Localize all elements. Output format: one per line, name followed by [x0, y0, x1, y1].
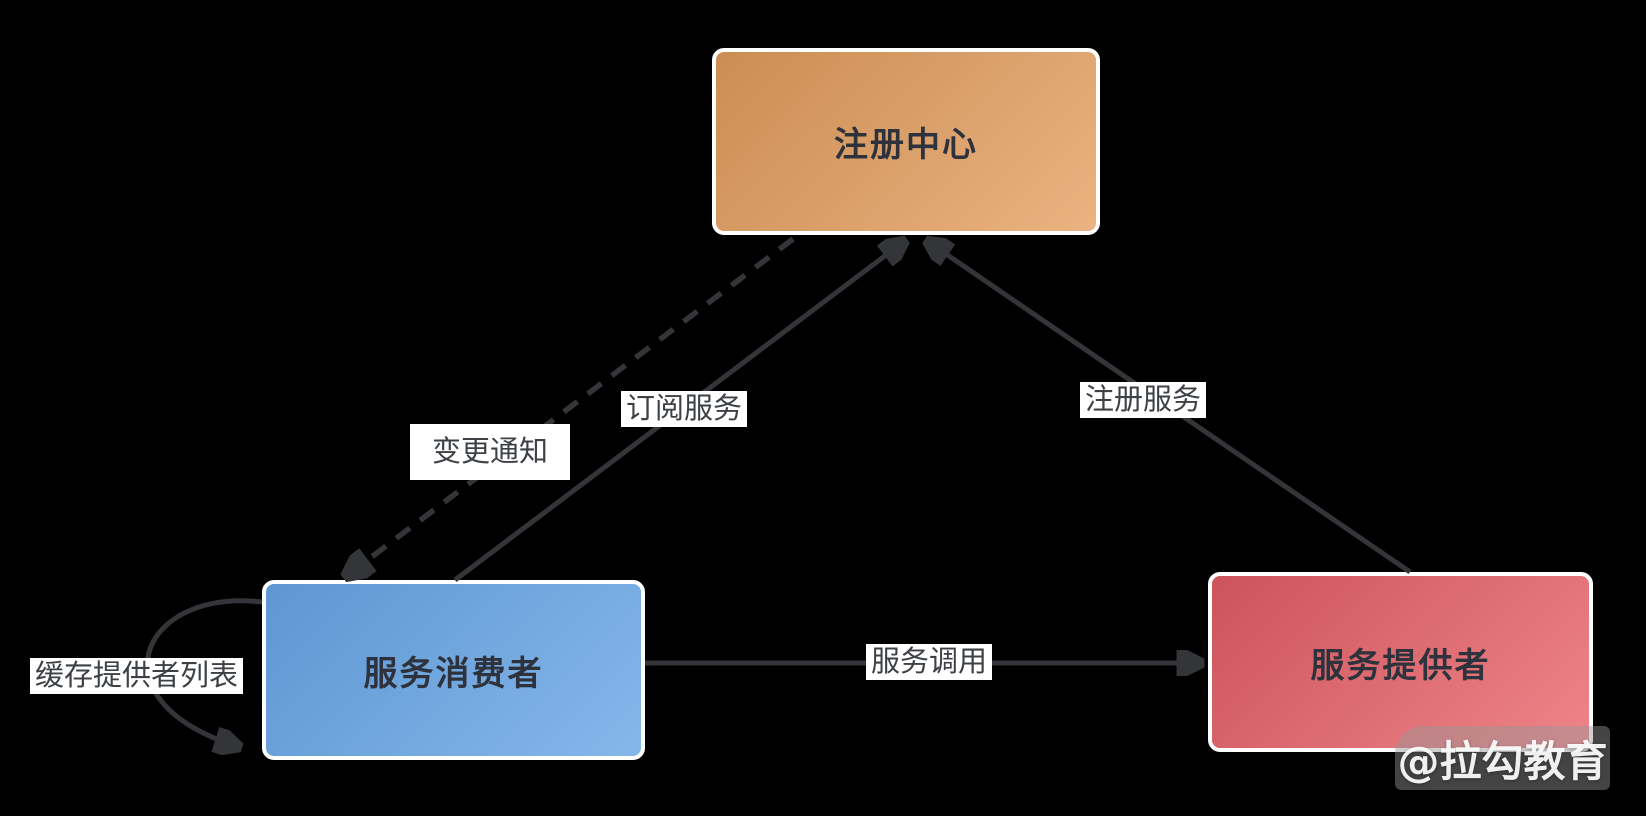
watermark-badge: @拉勾教育: [1395, 726, 1610, 790]
edge-label-cache: 缓存提供者列表: [30, 658, 244, 694]
node-consumer: 服务消费者: [262, 580, 645, 760]
node-provider-label: 服务提供者: [1310, 645, 1491, 686]
node-registry-label: 注册中心: [834, 125, 978, 165]
node-registry: 注册中心: [712, 48, 1100, 235]
watermark-text: @拉勾教育: [1397, 736, 1608, 786]
edge-label-invoke: 服务调用: [866, 644, 993, 680]
edge-label-register: 注册服务: [1080, 382, 1207, 418]
edge-label-subscribe: 订阅服务: [621, 391, 748, 427]
edge-label-notify: 变更通知: [410, 424, 571, 480]
node-consumer-label: 服务消费者: [363, 653, 544, 694]
node-provider: 服务提供者: [1208, 572, 1593, 752]
